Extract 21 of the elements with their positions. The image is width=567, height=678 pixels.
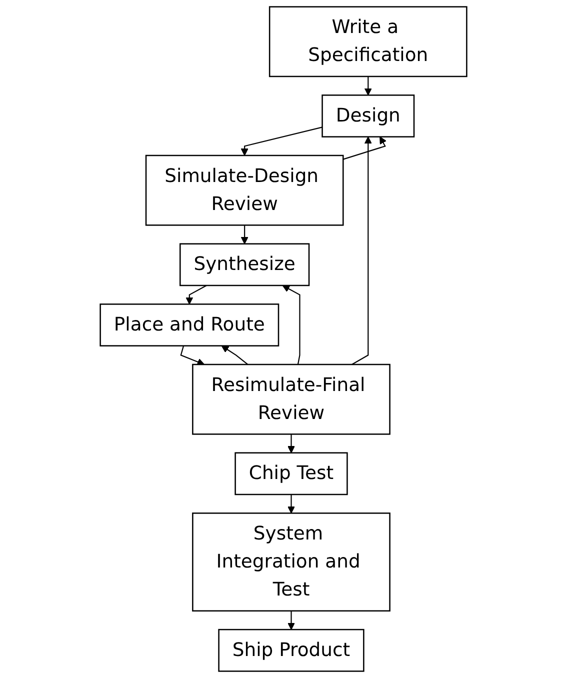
arrow	[240, 225, 248, 244]
arrow	[288, 434, 295, 454]
arrow	[364, 76, 372, 96]
arrow	[186, 284, 207, 304]
arrow	[342, 136, 386, 160]
arrow	[221, 345, 248, 365]
node-box: Design	[322, 94, 415, 138]
node-box: Resimulate-Final Review	[192, 364, 390, 435]
arrow	[282, 285, 300, 365]
node-box: Place and Route	[100, 304, 280, 346]
node-box: Synthesize	[180, 243, 310, 286]
arrow	[352, 136, 372, 365]
arrow	[180, 346, 205, 366]
node-box: System Integration and Test	[192, 512, 390, 612]
node-box: Chip Test	[234, 452, 348, 496]
arrow	[288, 610, 295, 630]
node-box: Ship Product	[218, 628, 364, 672]
arrow	[240, 126, 322, 156]
arrow	[288, 494, 295, 514]
node-box: Write a Specification	[268, 6, 468, 78]
node-box: Simulate-Design Review	[145, 154, 344, 226]
